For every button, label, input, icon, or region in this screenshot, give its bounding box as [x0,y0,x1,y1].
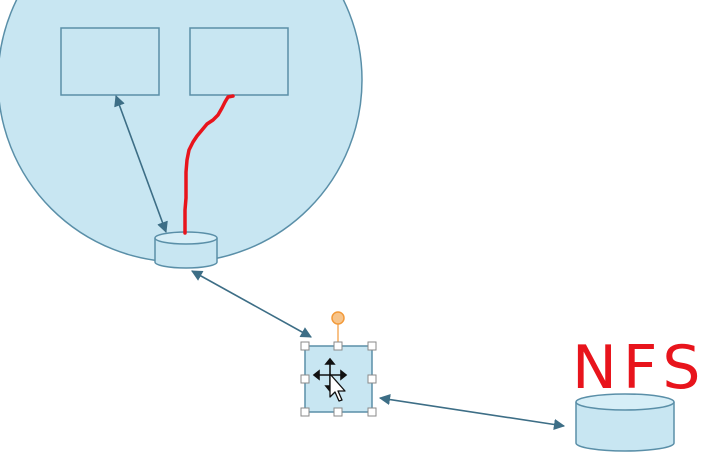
resize-handle-bottom-right[interactable] [367,407,377,417]
resize-handle-bottom-left[interactable] [300,407,310,417]
resize-handle-left[interactable] [300,374,310,384]
nfs-cylinder[interactable] [575,393,675,452]
connector-left-rect-to-cylinder[interactable] [114,94,168,234]
selected-square-shape[interactable] [300,311,377,417]
inner-rectangle-left[interactable] [60,27,160,96]
container-circle[interactable] [0,0,363,263]
resize-handle-bottom[interactable] [333,407,343,417]
resize-handle-top[interactable] [333,341,343,351]
inner-rectangle-right[interactable] [189,27,289,96]
nfs-annotation-label: NFS [572,333,704,403]
resize-handle-top-left[interactable] [300,341,310,351]
rotate-handle[interactable] [331,311,345,325]
connector-square-to-nfs[interactable] [378,393,566,431]
pointer-cursor-icon [329,373,346,402]
resize-handle-top-right[interactable] [367,341,377,351]
small-cylinder[interactable] [154,231,218,269]
resize-handle-right[interactable] [367,374,377,384]
connector-cylinder-to-square[interactable] [191,270,312,338]
red-annotation-stroke [183,94,235,235]
